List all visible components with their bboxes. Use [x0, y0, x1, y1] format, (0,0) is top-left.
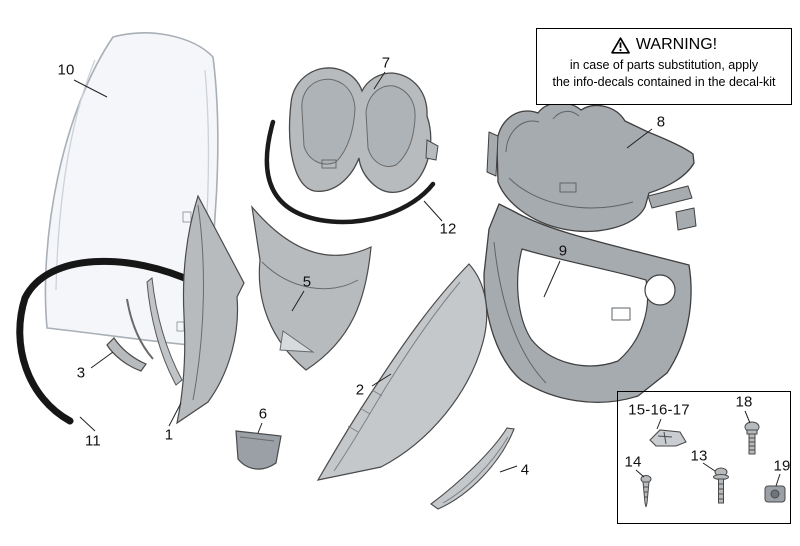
warning-box: WARNING! in case of parts substitution, …: [536, 28, 792, 105]
leader-line-6: [257, 422, 263, 434]
callout-9: 9: [558, 242, 568, 260]
callout-10: 10: [57, 61, 75, 79]
leader-line-7: [373, 71, 386, 90]
leader-line-4: [499, 465, 518, 473]
screw-18-icon: [744, 421, 760, 455]
callout-6: 6: [258, 405, 268, 423]
leader-line-15-16-17: [656, 418, 662, 430]
leader-line-12: [423, 200, 443, 222]
leader-lines: [73, 71, 781, 487]
screw-14-icon: [640, 475, 652, 508]
screw-13-icon: [713, 467, 729, 504]
speed-clip-icon: [649, 429, 687, 447]
leader-line-14: [635, 469, 645, 478]
callout-11: 11: [85, 432, 101, 450]
leader-line-10: [73, 79, 108, 98]
callout-7: 7: [381, 54, 391, 72]
cap-nut-19-icon: [764, 485, 786, 503]
callout-8: 8: [656, 113, 666, 131]
leader-line-19: [775, 473, 781, 487]
callout-15-16-17: 15-16-17: [628, 401, 690, 419]
side-panel-part-2: [316, 263, 488, 481]
leader-line-5: [291, 290, 305, 312]
bracket-part-3: [106, 337, 147, 372]
callout-19: 19: [773, 457, 791, 475]
callout-14: 14: [624, 453, 642, 471]
warning-icon: [611, 36, 630, 54]
warning-title-row: WARNING!: [537, 36, 791, 54]
leader-line-3: [90, 351, 114, 369]
warning-text-line2: the info-decals contained in the decal-k…: [552, 75, 776, 89]
windshield-bracket-strip: [126, 277, 183, 386]
warning-text-line1: in case of parts substitution, apply: [569, 58, 759, 72]
fastener-box: [617, 391, 791, 524]
leader-line-8: [626, 128, 653, 149]
callout-12: 12: [439, 220, 457, 238]
trim-strip-part-4: [430, 427, 515, 510]
warning-title: WARNING!: [635, 36, 718, 53]
front-cover-part-1: [176, 194, 245, 425]
callout-5: 5: [302, 273, 312, 291]
callout-3: 3: [76, 364, 86, 382]
handlebar-front-cover-part-7: [288, 67, 439, 193]
cover-seal-part-12: [264, 119, 436, 225]
callout-13: 13: [690, 447, 708, 465]
callout-4: 4: [520, 461, 530, 479]
callout-18: 18: [735, 393, 753, 411]
windshield-mount-hole: [182, 211, 192, 223]
front-fairing-part-5: [251, 204, 372, 371]
callout-1: 1: [164, 426, 174, 444]
leader-line-9: [543, 260, 561, 298]
leader-line-1: [168, 402, 182, 427]
inner-shield-part-9: [483, 203, 692, 403]
leader-line-13: [702, 462, 716, 472]
leader-line-11: [79, 416, 96, 432]
lower-trim-part-6: [235, 430, 282, 470]
leader-line-18: [744, 410, 751, 424]
callout-2: 2: [355, 381, 365, 399]
windshield-trim-part: [16, 257, 200, 425]
leader-line-2: [371, 373, 392, 387]
